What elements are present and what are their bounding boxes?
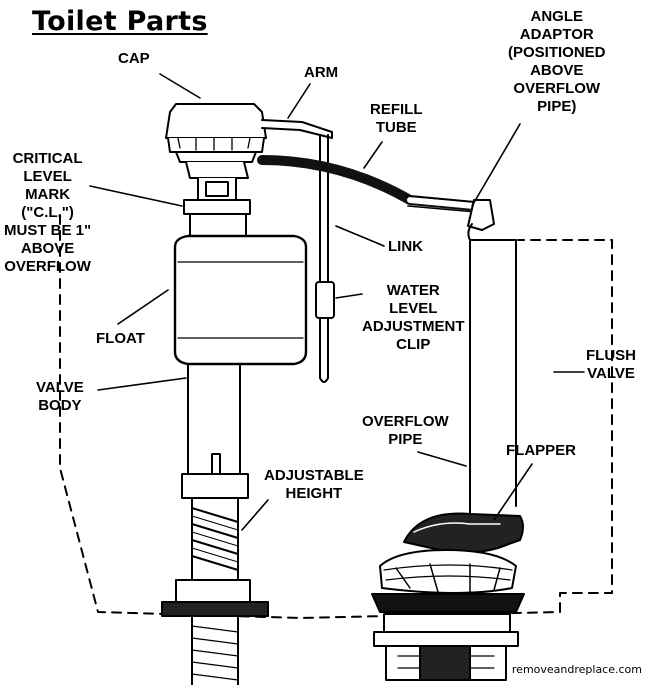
flush-valve-outline — [59, 214, 613, 619]
overflow-pipe — [467, 223, 517, 521]
label-water-level-adjustment-clip: WATER LEVEL ADJUSTMENT CLIP — [362, 282, 465, 353]
label-valve-body: VALVE BODY — [36, 379, 84, 414]
refill-tube — [257, 155, 479, 211]
label-angle-adaptor: ANGLE ADAPTOR (POSITIONED ABOVE OVERFLOW… — [508, 8, 606, 115]
link — [315, 134, 335, 383]
valve-body — [161, 363, 269, 685]
label-adjustable-height: ADJUSTABLE HEIGHT — [264, 467, 364, 502]
label-overflow-pipe: OVERFLOW PIPE — [362, 413, 449, 448]
float — [173, 234, 308, 366]
cap — [165, 103, 267, 201]
arm — [261, 119, 333, 139]
label-arm: ARM — [304, 64, 339, 81]
angle-adaptor — [467, 199, 495, 231]
label-flush-valve: FLUSH VALVE — [586, 347, 636, 382]
label-cap: CAP — [118, 50, 150, 67]
label-refill-tube: REFILL TUBE — [370, 101, 423, 136]
flapper — [371, 512, 525, 681]
leader-lines — [89, 73, 585, 531]
credit-text: removeandreplace.com — [511, 663, 642, 676]
label-float: FLOAT — [96, 330, 145, 347]
label-flapper: FLAPPER — [506, 442, 577, 459]
label-link: LINK — [388, 238, 423, 255]
page-title: Toilet Parts — [32, 6, 208, 37]
label-critical-level-mark: CRITICAL LEVEL MARK ("C.L.") MUST BE 1" … — [4, 150, 92, 275]
critical-level-ring — [183, 199, 251, 215]
